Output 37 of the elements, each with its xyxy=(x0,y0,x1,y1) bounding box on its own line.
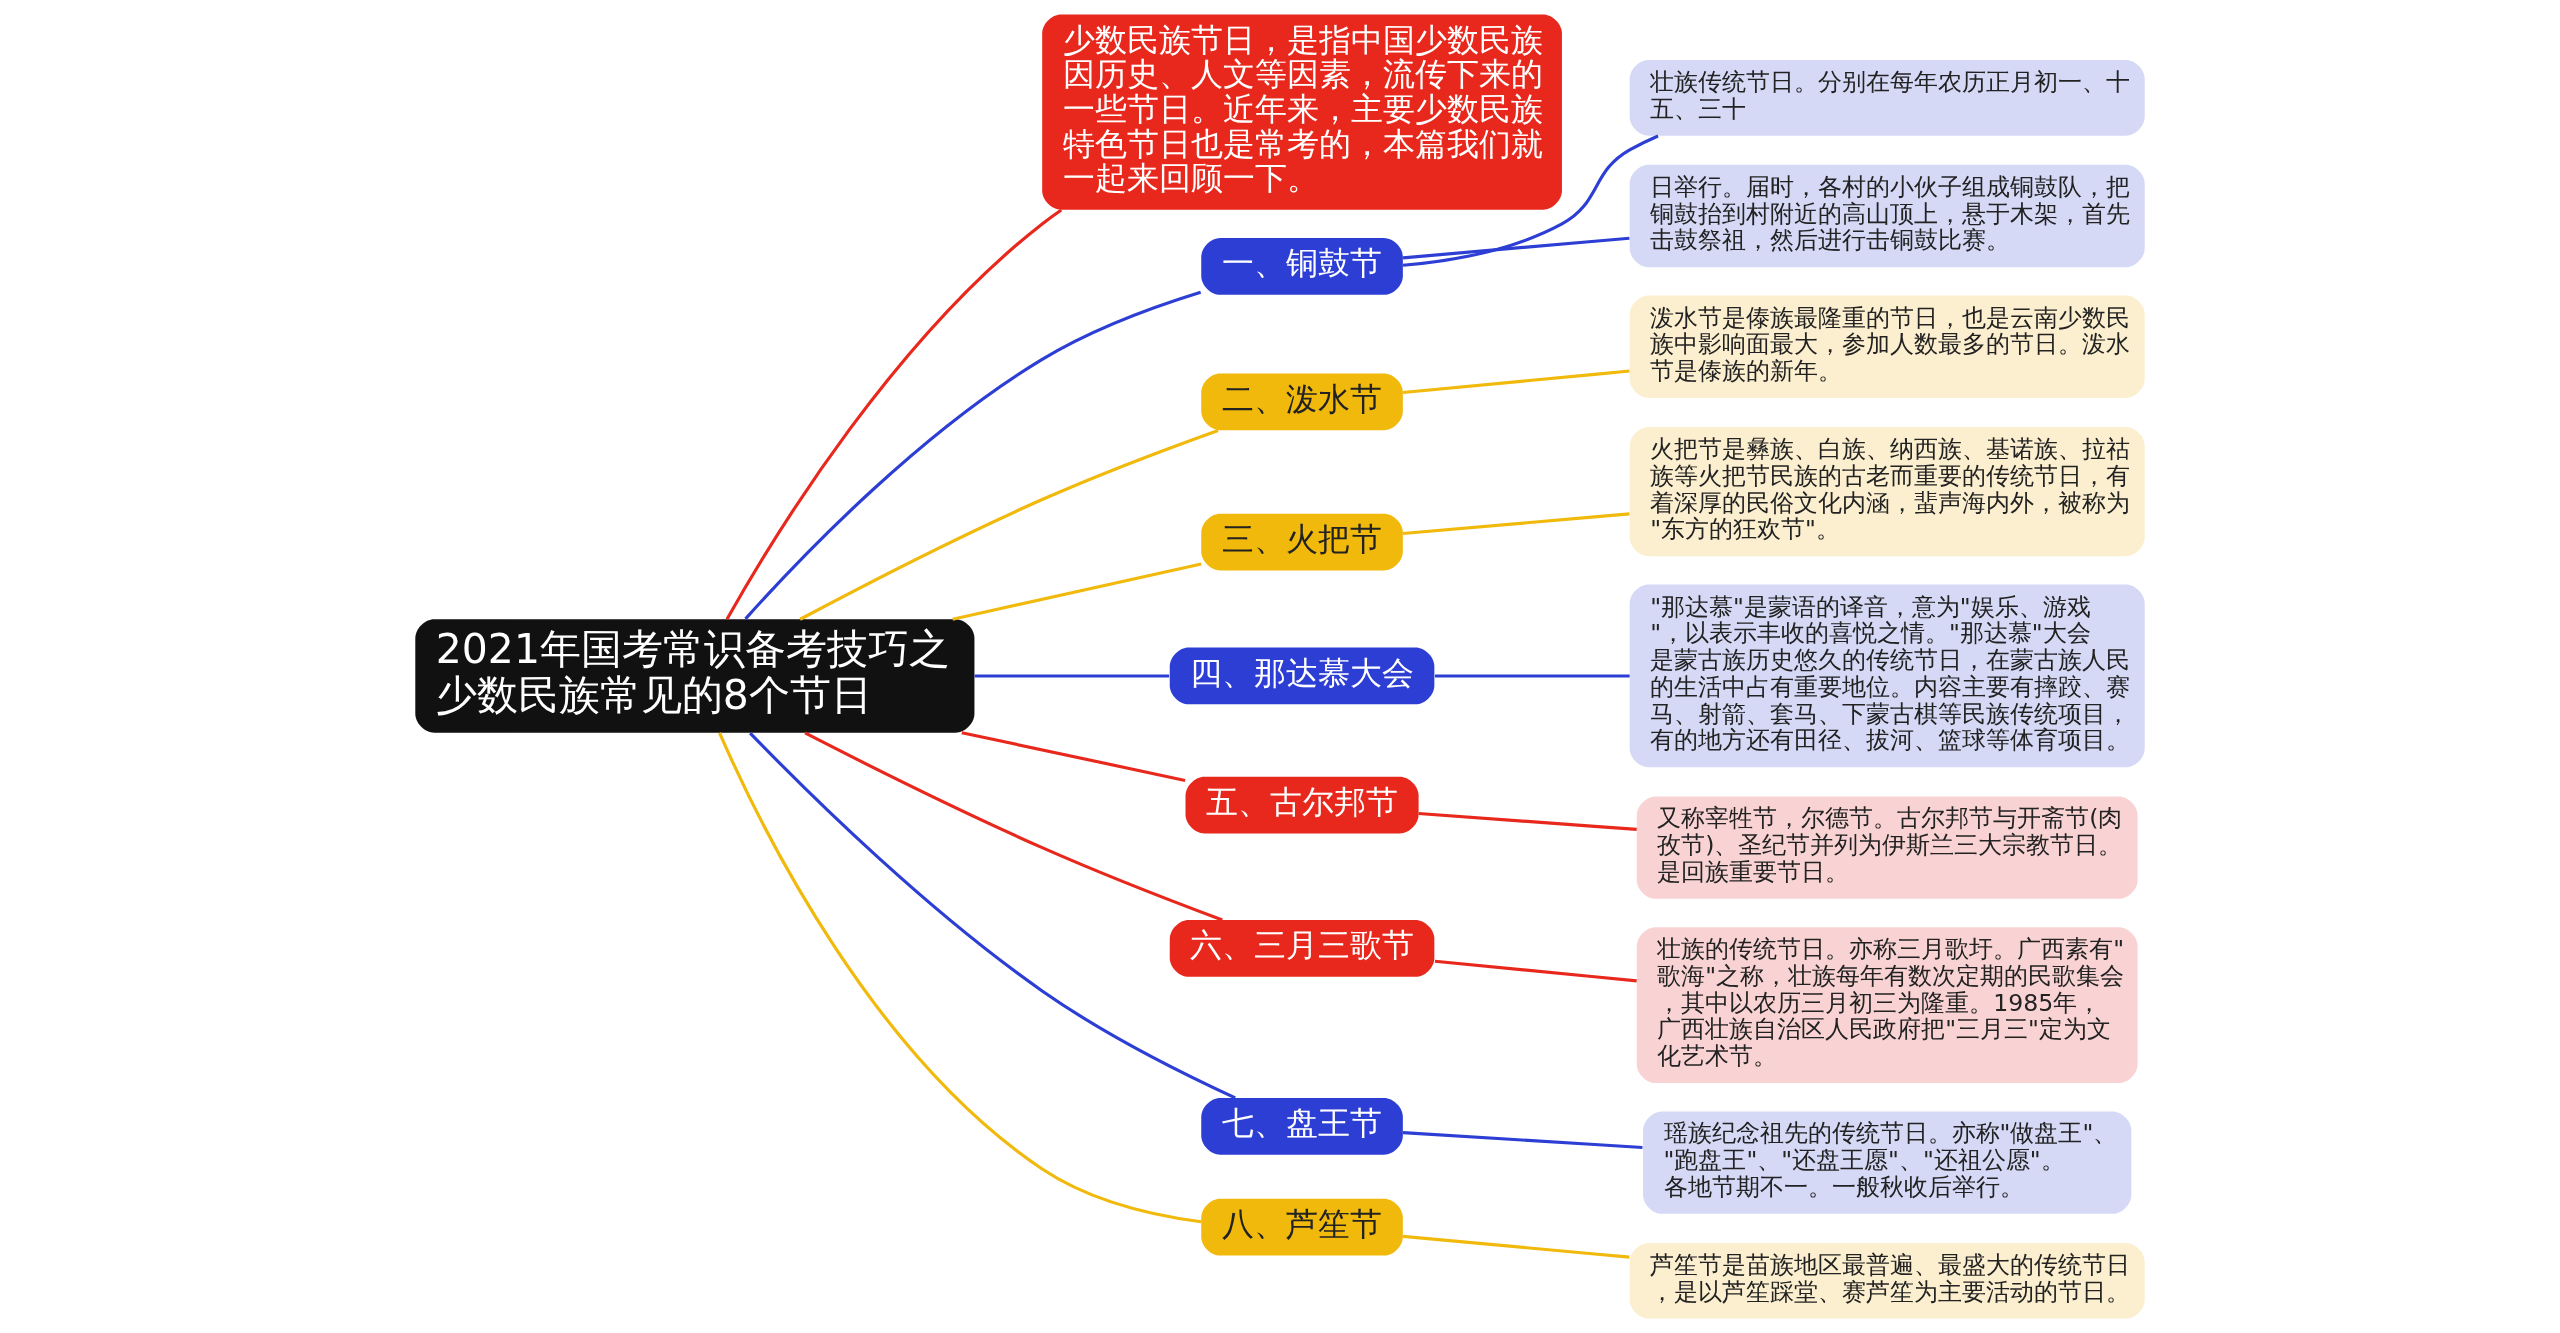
connector xyxy=(961,731,1186,782)
connector xyxy=(974,674,1170,678)
node-box: 瑶族纪念祖先的传统节日。亦称"做盘王"、"跑盘王"、"还盘王愿"、"还祖公愿"。各地节期不一。一般秋收后举行。 xyxy=(1643,1111,2132,1214)
node-box: 七、盘王节 xyxy=(1201,1098,1403,1155)
node-box: 壮族的传统节日。亦称三月歌圩。广西素有"歌海"之称，壮族每年有数次定期的民歌集会，其中以农历三月初三为隆重。1985年，广西壮族自治区人民政府把"三月三"定为文化艺术节。 xyxy=(1636,927,2138,1084)
node-box: 一、铜鼓节 xyxy=(1201,238,1403,295)
connector xyxy=(718,732,1202,1224)
node-box: 三、火把节 xyxy=(1201,513,1403,571)
node-box: 少数民族节日，是指中国少数民族因历史、人文等因素，流传下来的一些节日。近年来，主要少数民族特色节日也是常考的，本篇我们就一起来回顾一下。 xyxy=(1042,14,1562,210)
connector xyxy=(1402,236,1630,260)
node-box: 壮族传统节日。分别在每年农历正月初一、十五、三十 xyxy=(1629,60,2145,136)
node-box: 芦笙节是苗族地区最普遍、最盛大的传统节日，是以芦笙踩堂、赛芦笙为主要活动的节日。 xyxy=(1629,1242,2145,1319)
connector xyxy=(1402,512,1630,536)
node-box: "那达慕"是蒙语的译音，意为"娱乐、游戏"，以表示丰收的喜悦之情。"那达慕"大会是蒙古族历史悠久的传统节日，在蒙古族人民的生活中占有重要地位。内容主要有摔跤、赛马、射箭、套马、下蒙古棋等民族传统项目，有的地方还有田径、拔河、篮球等体育项目。 xyxy=(1629,584,2145,768)
node-box: 2021年国考常识备考技巧之少数民族常见的8个节日 xyxy=(415,619,975,733)
connector xyxy=(749,732,1236,1100)
node-box: 四、那达慕大会 xyxy=(1169,647,1435,705)
node-box: 六、三月三歌节 xyxy=(1169,920,1435,977)
node-box: 日举行。届时，各村的小伙子组成铜鼓队，把铜鼓抬到村附近的高山顶上，悬于木架，首先击鼓祭祖，然后进行击铜鼓比赛。 xyxy=(1629,164,2145,268)
node-box: 又称宰牲节，尔德节。古尔邦节与开斋节(肉孜节)、圣纪节并列为伊斯兰三大宗教节日。是回族重要节日。 xyxy=(1636,796,2138,899)
node-box: 八、芦笙节 xyxy=(1201,1198,1403,1256)
connector xyxy=(744,290,1202,620)
connector xyxy=(1418,811,1637,831)
connector xyxy=(804,731,1223,922)
node-box: 二、泼水节 xyxy=(1201,373,1403,431)
connector xyxy=(1434,674,1630,678)
connector xyxy=(725,208,1063,620)
connector xyxy=(1402,1234,1630,1259)
connector xyxy=(1402,369,1630,395)
node-box: 五、古尔邦节 xyxy=(1185,776,1419,834)
node-box: 火把节是彝族、白族、纳西族、基诺族、拉祜族等火把节民族的古老而重要的传统节日，有着深厚的民俗文化内涵，蜚声海内外，被称为"东方的狂欢节"。 xyxy=(1629,427,2145,557)
connector xyxy=(799,428,1219,621)
connector xyxy=(1402,1131,1643,1150)
connector xyxy=(1434,959,1637,983)
connector xyxy=(952,562,1202,621)
connector xyxy=(1402,134,1659,267)
node-box: 泼水节是傣族最隆重的节日，也是云南少数民族中影响面最大，参加人数最多的节日。泼水节是傣族的新年。 xyxy=(1629,295,2145,398)
